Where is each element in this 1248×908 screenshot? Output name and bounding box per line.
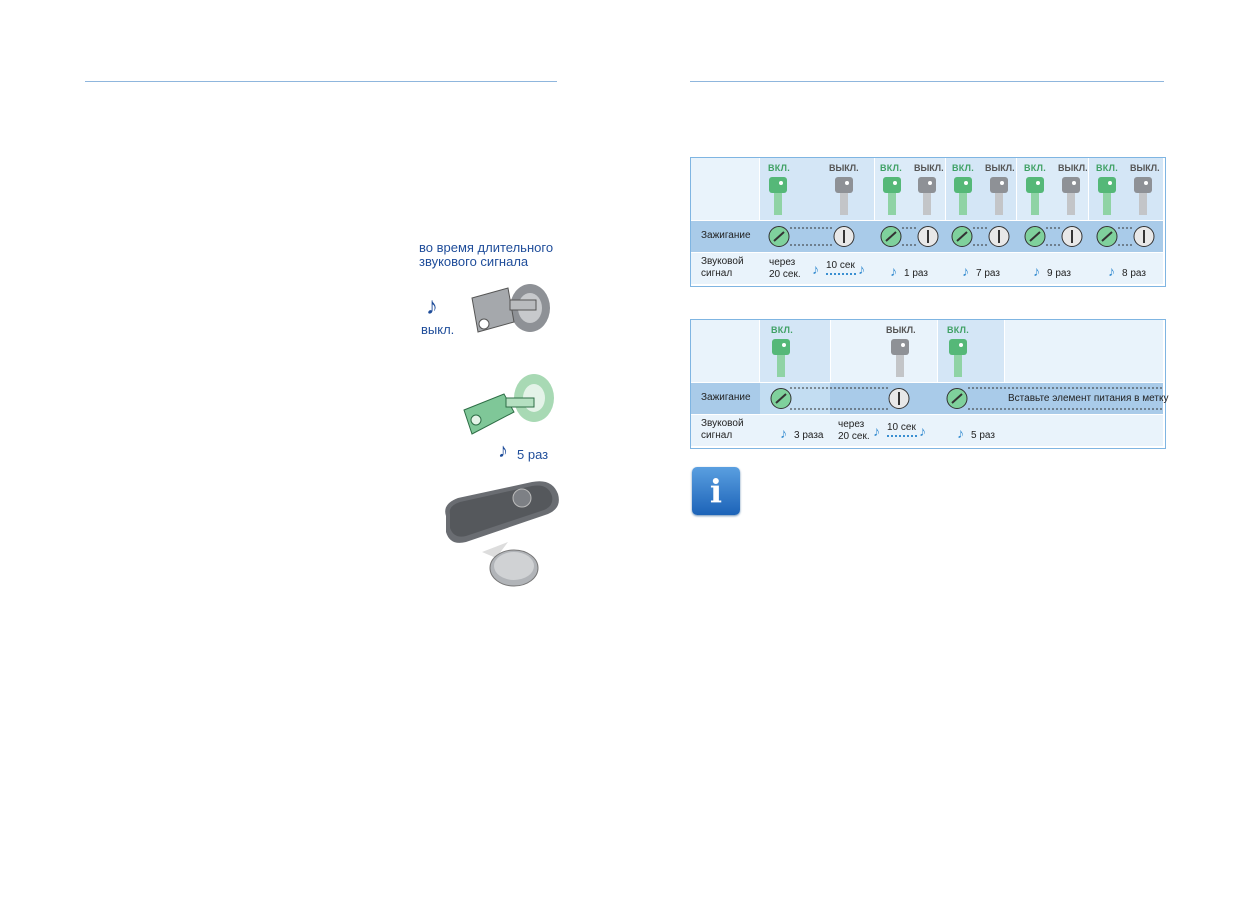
- note-icon: ♪: [498, 440, 508, 462]
- ignition-row-label: Зажигание: [701, 392, 751, 403]
- gray-key-icon: [891, 339, 909, 377]
- green-key-icon: [883, 177, 901, 215]
- note-icon: ♪: [957, 425, 964, 441]
- dotted-interval: [887, 435, 917, 437]
- info-icon: i: [692, 467, 740, 515]
- gray-key-illustration: [471, 284, 550, 333]
- ignition-on-off-icons: [770, 387, 1164, 410]
- green-key-icon: [772, 339, 790, 377]
- insert-battery-text: Вставьте элемент питания в метку: [1008, 393, 1169, 404]
- off-caption: выкл.: [421, 322, 455, 337]
- signal-row-label: Звуковой сигнал: [701, 256, 744, 279]
- five-times-caption: 5 раз: [517, 447, 549, 462]
- off-label: ВЫКЛ.: [829, 163, 859, 173]
- off-label: ВЫКЛ.: [985, 163, 1015, 173]
- note-icon: ♪: [1108, 263, 1115, 279]
- note-icon: ♪: [780, 425, 787, 441]
- green-key-icon: [954, 177, 972, 215]
- ignition-sequence-table-1: [690, 157, 1166, 287]
- gray-key-icon: [835, 177, 853, 215]
- gray-key-icon: [1134, 177, 1152, 215]
- ignition-sequence-table-2: [690, 319, 1166, 449]
- note-icon: ♪: [890, 263, 897, 279]
- dotted-interval: [826, 273, 856, 275]
- delay-text: через 20 сек.: [838, 419, 870, 442]
- delay-text: через 20 сек.: [769, 257, 801, 280]
- off-label: ВЫКЛ.: [886, 325, 916, 335]
- during-signal-caption: во время длительного звукового сигнала: [419, 240, 554, 269]
- note-icon: ♪: [919, 423, 926, 439]
- off-label: ВЫКЛ.: [914, 163, 944, 173]
- note-icon: ♪: [1033, 263, 1040, 279]
- left-header-rule: [85, 81, 557, 82]
- note-icon: ♪: [858, 261, 865, 277]
- note-icon: ♪: [426, 293, 438, 320]
- on-label: ВКЛ.: [947, 325, 970, 335]
- count-4: 8 раз: [1122, 268, 1146, 279]
- on-label: ВКЛ.: [771, 325, 794, 335]
- ignition-row-label: Зажигание: [701, 230, 751, 241]
- green-key-icon: [949, 339, 967, 377]
- green-key-icon: [1026, 177, 1044, 215]
- gray-key-icon: [1062, 177, 1080, 215]
- on-label: ВКЛ.: [1096, 163, 1119, 173]
- gray-key-icon: [990, 177, 1008, 215]
- on-label: ВКЛ.: [768, 163, 791, 173]
- count-1: 1 раз: [904, 268, 928, 279]
- off-label: ВЫКЛ.: [1058, 163, 1088, 173]
- on-label: ВКЛ.: [880, 163, 903, 173]
- right-header-rule: [690, 81, 1164, 82]
- ignition-on-off-icons: [768, 226, 1155, 247]
- count-3: 9 раз: [1047, 268, 1071, 279]
- green-key-illustration: [463, 374, 554, 435]
- last-count: 5 раз: [971, 430, 995, 441]
- key-fob-battery-illustration: [445, 481, 559, 587]
- signal-row-label: Звуковой сигнал: [701, 418, 744, 441]
- off-label: ВЫКЛ.: [1130, 163, 1160, 173]
- green-key-icon: [1098, 177, 1116, 215]
- on-label: ВКЛ.: [952, 163, 975, 173]
- on-label: ВКЛ.: [1024, 163, 1047, 173]
- gray-key-icon: [918, 177, 936, 215]
- interval-text: 10 сек: [887, 422, 916, 433]
- first-count: 3 раза: [794, 430, 824, 441]
- count-2: 7 раз: [976, 268, 1000, 279]
- green-key-icon: [769, 177, 787, 215]
- note-icon: ♪: [873, 423, 880, 439]
- interval-text: 10 сек: [826, 260, 855, 271]
- note-icon: ♪: [812, 261, 819, 277]
- note-icon: ♪: [962, 263, 969, 279]
